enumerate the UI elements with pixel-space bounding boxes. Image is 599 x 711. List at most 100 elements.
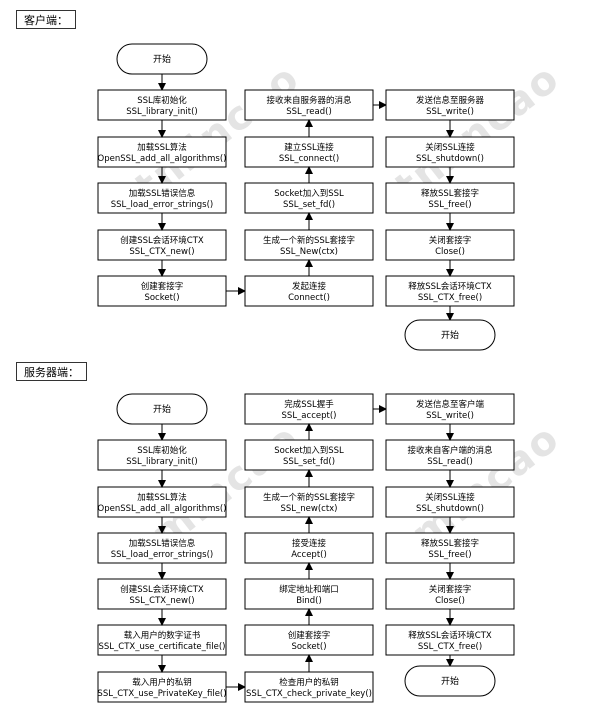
- step-label-cn: 发起连接: [292, 281, 327, 292]
- step-label-cn: 创建套接字: [141, 281, 184, 292]
- step-box: [244, 671, 374, 703]
- step-label-cn: 加载SSL错误信息: [129, 188, 196, 199]
- server-start-terminal: 开始: [116, 393, 208, 425]
- client-section-label: 客户端：: [16, 10, 76, 29]
- step-label-func: SSL_shutdown(): [416, 154, 484, 164]
- step-box: [244, 229, 374, 261]
- step-box: [244, 89, 374, 121]
- step-label-cn: 建立SSL连接: [284, 142, 334, 153]
- step-label-cn: SSL库初始化: [137, 95, 187, 106]
- step-label-func: Accept(): [291, 550, 327, 560]
- step-label-func: SSL_write(): [426, 411, 474, 421]
- step-label-cn: 创建SSL会话环境CTX: [120, 235, 204, 246]
- step-label-func: SSL_CTX_new(): [129, 247, 194, 257]
- step-label-cn: 关闭套接字: [429, 584, 472, 595]
- step-label-func: OpenSSL_add_all_algorithms(): [98, 154, 227, 164]
- step-label-func: SSL_CTX_free(): [418, 293, 482, 303]
- step-label-cn: 完成SSL握手: [284, 399, 334, 410]
- step-label-cn: 生成一个新的SSL套接字: [263, 235, 355, 246]
- step-box: [385, 136, 515, 168]
- step-label-func: SSL_library_init(): [126, 107, 197, 117]
- step-label-func: SSL_new(ctx): [280, 504, 337, 514]
- step-box: [97, 624, 227, 656]
- step-label-func: SSL_connect(): [279, 154, 339, 164]
- step-label-func: SSL_accept(): [282, 411, 337, 421]
- step-label-func: SSL_set_fd(): [283, 200, 335, 210]
- step-label-func: SSL_free(): [428, 200, 471, 210]
- terminal-label: 开始: [153, 53, 171, 65]
- step-label-cn: 检查用户的私钥: [279, 677, 339, 688]
- step-label-cn: 释放SSL会话环境CTX: [408, 281, 492, 292]
- step-label-func: Bind(): [296, 596, 322, 606]
- step-label-cn: Socket加入到SSL: [274, 188, 344, 199]
- step-label-func: SSL_library_init(): [126, 457, 197, 467]
- step-label-func: SSL_New(ctx): [280, 247, 338, 257]
- terminal-label: 开始: [441, 675, 459, 687]
- terminal-label: 开始: [153, 403, 171, 415]
- step-label-func: Close(): [435, 596, 465, 606]
- step-label-func: SSL_CTX_new(): [129, 596, 194, 606]
- terminal-shape: [404, 319, 496, 351]
- server-end-terminal: 开始: [404, 665, 496, 697]
- step-label-func: Socket(): [291, 642, 326, 652]
- step-label-cn: 接收来自服务器的消息: [266, 95, 352, 106]
- client-end-terminal: 开始: [404, 319, 496, 351]
- step-label-cn: 关闭SSL连接: [425, 142, 475, 153]
- step-label-cn: 关闭套接字: [429, 235, 472, 246]
- step-box: [97, 578, 227, 610]
- step-label-cn: 释放SSL套接字: [421, 538, 479, 549]
- step-label-func: Connect(): [288, 293, 330, 303]
- step-label-cn: 创建SSL会话环境CTX: [120, 584, 204, 595]
- step-label-cn: 发送信息至客户端: [416, 399, 485, 410]
- step-label-func: SSL_shutdown(): [416, 504, 484, 514]
- step-label-func: SSL_CTX_free(): [418, 642, 482, 652]
- step-label-func: Socket(): [144, 293, 179, 303]
- step-label-cn: 加载SSL算法: [137, 492, 187, 503]
- step-label-cn: 释放SSL套接字: [421, 188, 479, 199]
- step-box: [244, 275, 374, 307]
- server-section-label: 服务器端：: [16, 362, 87, 381]
- step-box: [385, 89, 515, 121]
- terminal-label: 开始: [441, 329, 459, 341]
- step-label-func: SSL_CTX_use_certificate_file(): [99, 642, 226, 652]
- step-label-cn: 绑定地址和端口: [279, 584, 339, 595]
- terminal-shape: [404, 665, 496, 697]
- step-label-cn: 创建套接字: [288, 630, 331, 641]
- step-label-cn: 载入用户的数字证书: [124, 630, 201, 641]
- step-label-cn: 载入用户的私钥: [132, 677, 192, 688]
- step-label-func: OpenSSL_add_all_algorithms(): [98, 504, 227, 514]
- step-label-func: SSL_load_error_strings(): [111, 200, 213, 210]
- step-label-cn: Socket加入到SSL: [274, 445, 344, 456]
- step-label-func: SSL_read(): [286, 107, 332, 117]
- step-box: [97, 275, 227, 307]
- step-label-cn: 关闭SSL连接: [425, 492, 475, 503]
- step-label-cn: 生成一个新的SSL套接字: [263, 492, 355, 503]
- step-label-func: SSL_write(): [426, 107, 474, 117]
- step-box: [244, 182, 374, 214]
